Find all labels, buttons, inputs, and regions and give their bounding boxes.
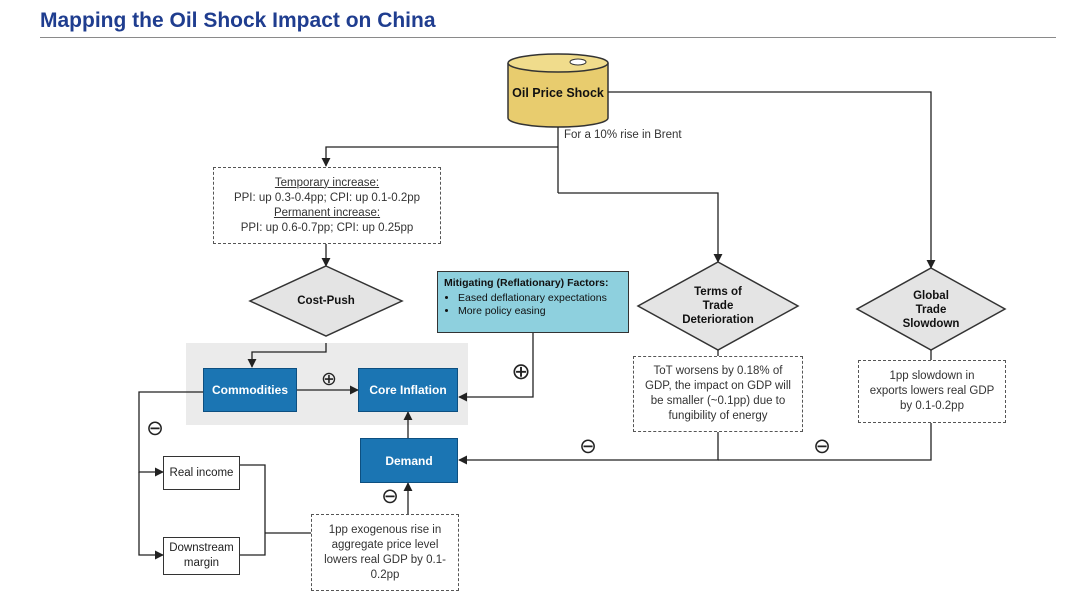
exports-note-line: exports lowers real GDP	[869, 385, 995, 397]
global-trade-label: Global Trade Slowdown	[875, 288, 987, 332]
line-commodities-to-real-income	[138, 391, 203, 477]
permanent-increase-values: PPI: up 0.6-0.7pp; CPI: up 0.25pp	[240, 221, 414, 234]
tot-note-line: ToT worsens by 0.18% of	[653, 365, 783, 377]
oil-shock-note: For a 10% rise in Brent	[564, 129, 682, 141]
demand-node: Demand	[360, 438, 458, 483]
price-level-note-line: 0.2pp	[370, 568, 400, 581]
title-rule	[40, 37, 1056, 38]
real-income-node: Real income	[163, 456, 240, 490]
line-barrel-to-global	[608, 91, 936, 269]
commodities-node: Commodities	[203, 368, 297, 412]
downstream-margin-node: Downstream margin	[163, 537, 240, 575]
core-inflation-node: Core Inflation	[358, 368, 458, 412]
global-label-line-2: Trade	[915, 304, 947, 316]
price-level-note-line: aggregate price level	[331, 538, 439, 551]
plus-sign-mitigating: ⊕	[511, 357, 531, 384]
cost-push-label: Cost-Push	[297, 295, 355, 307]
minus-sign-price-level: ⊖	[381, 484, 399, 508]
price-level-note-line: 1pp exogenous rise in	[328, 523, 442, 536]
mitigating-item: Eased deflationary expectations	[458, 292, 622, 305]
line-to-tot	[558, 192, 723, 263]
line-mitigating-to-core	[458, 333, 534, 402]
line-commodities-to-downstream	[138, 472, 164, 560]
global-label-line-3: Slowdown	[902, 318, 960, 330]
tot-label-line-3: Deterioration	[682, 314, 754, 326]
tot-note-line: GDP, the impact on GDP will	[645, 380, 791, 392]
minus-sign-global: ⊖	[813, 434, 831, 458]
price-increase-box: Temporary increase: PPI: up 0.3-0.4pp; C…	[213, 167, 441, 244]
temporary-increase-values: PPI: up 0.3-0.4pp; CPI: up 0.1-0.2pp	[233, 191, 421, 204]
downstream-line-2: margin	[183, 557, 220, 569]
terms-of-trade-label: Terms of Trade Deterioration	[660, 284, 776, 328]
downstream-line-1: Downstream	[169, 542, 234, 554]
global-label-line-1: Global	[913, 290, 949, 302]
tot-note-line: be smaller (~0.1pp) due to	[650, 395, 786, 407]
temporary-increase-header: Temporary increase:	[274, 176, 380, 189]
tot-label-line-2: Trade	[702, 300, 734, 312]
price-level-note-line: lowers real GDP by 0.1-	[324, 553, 446, 566]
line-costpush-to-commodities	[247, 343, 327, 368]
mitigating-factors-box: Mitigating (Reflationary) Factors: Eased…	[437, 271, 629, 333]
minus-sign-commodities: ⊖	[146, 416, 164, 440]
oil-shock-label: Oil Price Shock	[512, 86, 604, 100]
line-to-price-box	[321, 146, 558, 167]
minus-sign-tot: ⊖	[579, 434, 597, 458]
mitigating-header: Mitigating (Reflationary) Factors:	[444, 277, 609, 289]
line-bracket	[240, 464, 266, 556]
tot-note-box: ToT worsens by 0.18% of GDP, the impact …	[633, 356, 803, 432]
line-global-to-demand	[718, 423, 932, 461]
tot-note-line: fungibility of energy	[668, 410, 768, 422]
tot-label-line-1: Terms of	[694, 286, 742, 298]
mitigating-list: Eased deflationary expectations More pol…	[444, 292, 622, 318]
oil-barrel-icon	[507, 53, 609, 128]
permanent-increase-header: Permanent increase:	[273, 206, 381, 219]
exports-note-line: 1pp slowdown in	[889, 370, 975, 382]
diamond-cost-push	[248, 265, 404, 337]
plus-sign-commodities: ⊕	[321, 368, 337, 390]
price-level-note-box: 1pp exogenous rise in aggregate price le…	[311, 514, 459, 591]
page-title: Mapping the Oil Shock Impact on China	[40, 9, 436, 32]
mitigating-item: More policy easing	[458, 305, 622, 318]
exports-note-box: 1pp slowdown in exports lowers real GDP …	[858, 360, 1006, 423]
exports-note-line: by 0.1-0.2pp	[900, 400, 964, 412]
